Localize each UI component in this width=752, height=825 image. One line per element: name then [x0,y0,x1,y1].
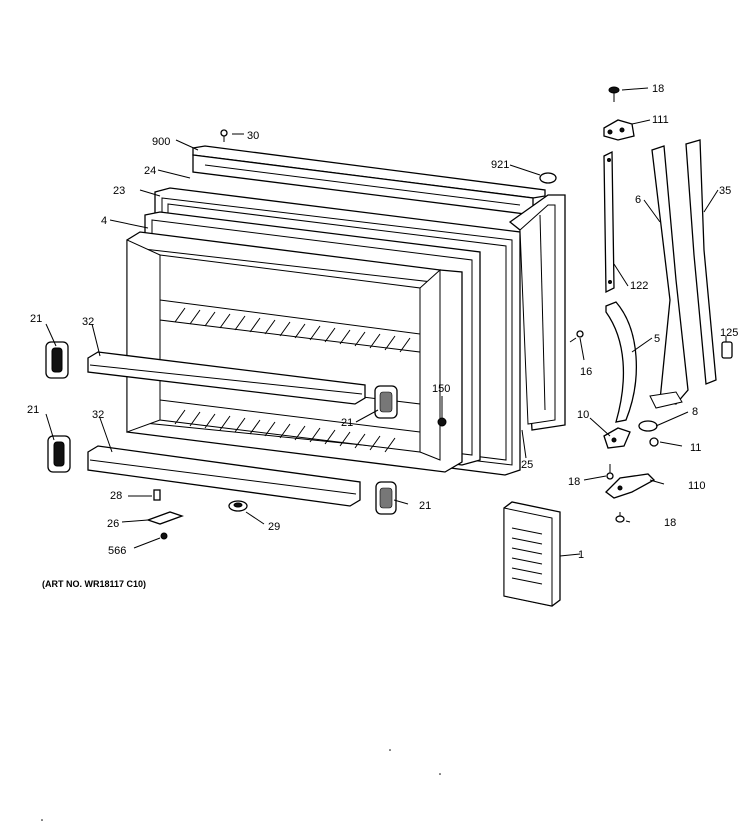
callout-23: 23 [113,185,125,197]
callout-21-lower-left: 21 [27,404,39,416]
art-number-caption: (ART NO. WR18117 C10) [42,579,146,589]
callout-35: 35 [719,185,731,197]
callout-566: 566 [108,545,126,557]
end-cap-left-lower [47,435,71,473]
callout-30: 30 [247,130,259,142]
plug-921 [539,172,557,184]
callout-28: 28 [110,490,122,502]
callout-29: 29 [268,521,280,533]
callout-125: 125 [720,327,738,339]
callout-921: 921 [491,159,509,171]
callout-18-bottom: 18 [664,517,676,529]
part-125 [721,341,733,359]
callout-18-top: 18 [652,83,664,95]
bracket-10 [603,427,631,449]
callout-122: 122 [630,280,648,292]
callout-32-lower: 32 [92,409,104,421]
callout-21-right-upper: 21 [341,417,353,429]
screw-28 [153,489,161,501]
screw-18-bottom [615,512,625,523]
callout-25: 25 [521,459,533,471]
end-cap-right-lower [375,481,397,515]
callout-5: 5 [654,333,660,345]
end-cap-left-upper [45,341,69,379]
handle-trim-35 [685,139,717,385]
callout-16: 16 [580,366,592,378]
callout-900: 900 [152,136,170,148]
part-29 [228,500,248,512]
top-trim-part [192,145,546,216]
screw-18-mid [606,464,614,480]
callout-110: 110 [688,480,706,492]
bracket-122 [603,150,615,294]
part-150 [437,417,447,427]
callout-4: 4 [101,215,107,227]
callout-111: 111 [652,114,669,126]
leader-lines [45,87,727,557]
part-8 [638,420,658,432]
shelf-bar-upper [87,351,366,405]
hinge-111 [603,119,635,141]
callout-32-upper: 32 [82,316,94,328]
callout-21-right-lower: 21 [419,500,431,512]
handle-6 [649,145,689,409]
screw-11 [649,437,659,447]
inner-door-frame [126,231,463,473]
hinge-110 [605,473,656,499]
shelf-bar-lower [87,445,361,507]
callout-labels: 18 111 900 30 921 24 23 6 35 4 122 21 32… [27,83,738,561]
callout-26: 26 [107,518,119,530]
owner-manual-part [503,501,561,607]
callout-24: 24 [144,165,156,177]
screw-16 [569,330,584,343]
callout-21-upper-left: 21 [30,313,42,325]
callout-11: 11 [690,442,701,454]
screw-18-top [608,86,620,102]
callout-8: 8 [692,406,698,418]
callout-150: 150 [432,383,450,395]
callout-1: 1 [578,549,584,561]
bracket-26 [146,511,184,525]
end-cap-right-upper [374,385,398,419]
screw-566 [160,532,168,540]
outer-door-panel [508,194,566,431]
callout-18-mid: 18 [568,476,580,488]
handle-5 [605,301,637,423]
screw-30 [220,129,228,142]
callout-10: 10 [577,409,589,421]
callout-6: 6 [635,194,641,206]
